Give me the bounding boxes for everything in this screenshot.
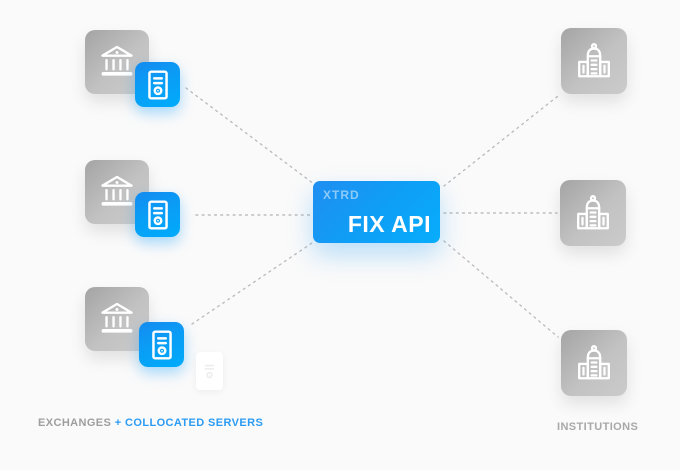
xtrd-logo: XTRD bbox=[323, 188, 360, 202]
connector-exchange-1 bbox=[185, 87, 315, 185]
bank-icon bbox=[97, 42, 137, 82]
institution-building-icon bbox=[572, 192, 614, 234]
legend-institutions: INSTITUTIONS bbox=[557, 421, 639, 433]
server-ghost-icon bbox=[196, 354, 223, 388]
exchange-node-3 bbox=[85, 287, 149, 351]
legend-exchanges: EXCHANGES + COLLOCATED SERVERS bbox=[38, 417, 263, 429]
institution-node-1 bbox=[561, 28, 627, 94]
collocated-server-node-1 bbox=[135, 62, 180, 107]
bank-icon bbox=[97, 299, 137, 339]
institution-building-icon bbox=[573, 342, 615, 384]
legend-collocated-servers: + COLLOCATED SERVERS bbox=[114, 417, 264, 429]
fix-api-box: XTRD FIX API bbox=[313, 181, 440, 243]
institution-building-icon bbox=[573, 40, 615, 82]
server-icon bbox=[139, 66, 177, 104]
collocated-server-node-3 bbox=[139, 322, 184, 367]
connector-exchange-3 bbox=[191, 242, 313, 325]
bank-icon bbox=[97, 172, 137, 212]
server-icon bbox=[143, 326, 181, 364]
ghost-server-card bbox=[196, 352, 223, 390]
server-icon bbox=[139, 196, 177, 234]
legend-exchanges-muted: EXCHANGES bbox=[38, 417, 112, 429]
institution-node-3 bbox=[561, 330, 627, 396]
connector-institution-1 bbox=[443, 95, 559, 187]
fix-api-label: FIX API bbox=[347, 211, 431, 237]
connector-institution-3 bbox=[443, 240, 559, 338]
collocated-server-node-2 bbox=[135, 192, 180, 237]
institution-node-2 bbox=[560, 180, 626, 246]
